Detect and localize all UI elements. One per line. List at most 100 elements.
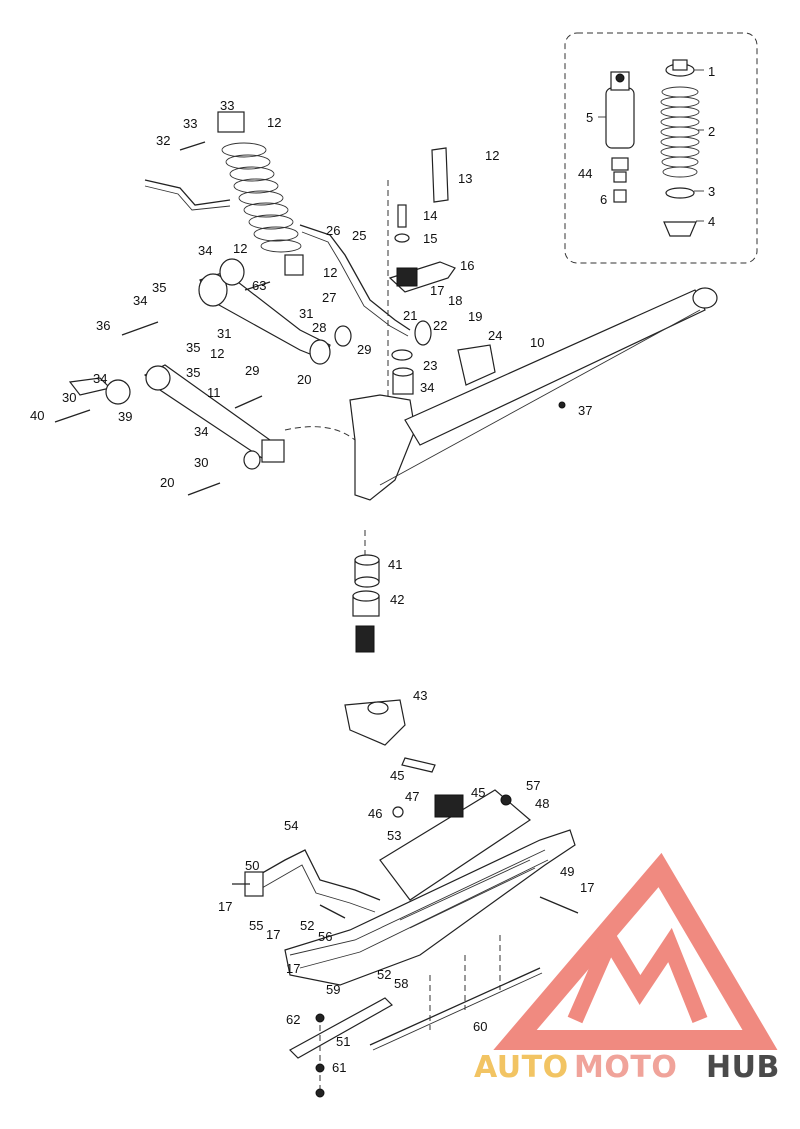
bolt-37	[54, 409, 91, 423]
part-label: 26	[326, 223, 340, 238]
part-number-labels: 1 2 3 4 5 6 44 12 33 32 33 12 13 14 15 1…	[30, 64, 715, 1075]
part-label: 17	[430, 283, 444, 298]
bolt-14	[397, 204, 407, 228]
part-label: 20	[160, 475, 174, 490]
part-label: 53	[387, 828, 401, 843]
damper-eye	[615, 73, 625, 83]
part-label: 60	[473, 1019, 487, 1034]
part-label: 10	[530, 335, 544, 350]
part-label: 2	[708, 124, 715, 139]
part-label: 35	[186, 340, 200, 355]
part-label: 37	[578, 403, 592, 418]
nut-45a	[500, 794, 512, 806]
coil-spring	[660, 86, 700, 178]
spring-seat-3	[665, 187, 695, 199]
front-suspension-assembly	[54, 111, 411, 560]
nut-61	[315, 1088, 325, 1098]
part-label: 16	[460, 258, 474, 273]
nut-45b	[392, 806, 404, 818]
part-label: 45	[471, 785, 485, 800]
part-label: 61	[332, 1060, 346, 1075]
part-label: 4	[708, 214, 715, 229]
pin-43	[401, 757, 436, 773]
part-label: 34	[194, 424, 208, 439]
part-label: 30	[62, 390, 76, 405]
part-label: 11	[207, 385, 221, 400]
watermark-m-icon	[567, 922, 708, 1024]
part-label: 13	[458, 171, 472, 186]
steering-block	[396, 267, 418, 287]
part-label: 54	[284, 818, 298, 833]
part-label: 41	[388, 557, 402, 572]
upper-shock-spring	[217, 111, 304, 276]
part-label: 20	[297, 372, 311, 387]
arm-joint-28	[309, 339, 331, 365]
frame-bracket	[144, 179, 231, 206]
washer-59	[315, 1013, 325, 1023]
part-label: 6	[600, 192, 607, 207]
part-label: 12	[267, 115, 281, 130]
beam-end	[692, 287, 718, 309]
part-label: 63	[252, 278, 266, 293]
watermark-auto: AUTO	[474, 1050, 569, 1085]
part-label: 17	[218, 899, 232, 914]
part-label: 48	[535, 796, 549, 811]
part-label: 47	[405, 789, 419, 804]
ski-assembly	[232, 699, 579, 1098]
ski-body-56	[284, 829, 576, 986]
part-label: 12	[323, 265, 337, 280]
part-label: 42	[390, 592, 404, 607]
bushing-57	[434, 794, 464, 818]
part-label: 40	[30, 408, 44, 423]
part-label: 17	[580, 880, 594, 895]
watermark-hub: HUB	[706, 1050, 780, 1085]
part-label: 12	[210, 346, 224, 361]
part-label: 34	[93, 371, 107, 386]
part-label: 59	[326, 982, 340, 997]
part-label: 35	[152, 280, 166, 295]
part-label: 33	[183, 116, 197, 131]
arm-bushing-34	[219, 258, 245, 286]
part-label: 62	[286, 1012, 300, 1027]
part-label: 57	[526, 778, 540, 793]
part-label: 35	[186, 365, 200, 380]
part-label: 19	[468, 309, 482, 324]
damper-bushing-6	[613, 189, 627, 203]
damper-cap	[611, 157, 629, 171]
part-label: 52	[377, 967, 391, 982]
spring-cap-top	[672, 59, 688, 71]
part-label: 5	[586, 110, 593, 125]
tie-rod	[299, 224, 411, 331]
part-label: 24	[488, 328, 502, 343]
lower-arm-end	[261, 439, 285, 463]
spindle-and-beam	[349, 147, 718, 501]
fastener-11	[558, 401, 566, 409]
arm-bushing-35	[198, 273, 228, 307]
skag-58	[289, 997, 393, 1059]
part-label: 50	[245, 858, 259, 873]
spring-adjuster-4	[663, 221, 697, 237]
part-label: 23	[423, 358, 437, 373]
part-label: 34	[420, 380, 434, 395]
part-label: 31	[299, 306, 313, 321]
part-label: 17	[266, 927, 280, 942]
part-label: 3	[708, 184, 715, 199]
part-label: 18	[448, 293, 462, 308]
part-label: 33	[220, 98, 234, 113]
shaft-end	[355, 625, 375, 653]
ski-handle-53	[249, 849, 381, 901]
part-22	[414, 320, 432, 346]
part-label: 43	[413, 688, 427, 703]
part-label: 12	[233, 241, 247, 256]
washer-15	[394, 233, 410, 243]
part-label: 12	[485, 148, 499, 163]
part-label: 32	[156, 133, 170, 148]
part-label: 36	[96, 318, 110, 333]
runner-51	[369, 967, 541, 1046]
washer-60	[315, 1063, 325, 1073]
part-label: 55	[249, 918, 263, 933]
bolt-36	[121, 321, 159, 336]
part-label: 30	[194, 455, 208, 470]
part-label: 34	[133, 293, 147, 308]
